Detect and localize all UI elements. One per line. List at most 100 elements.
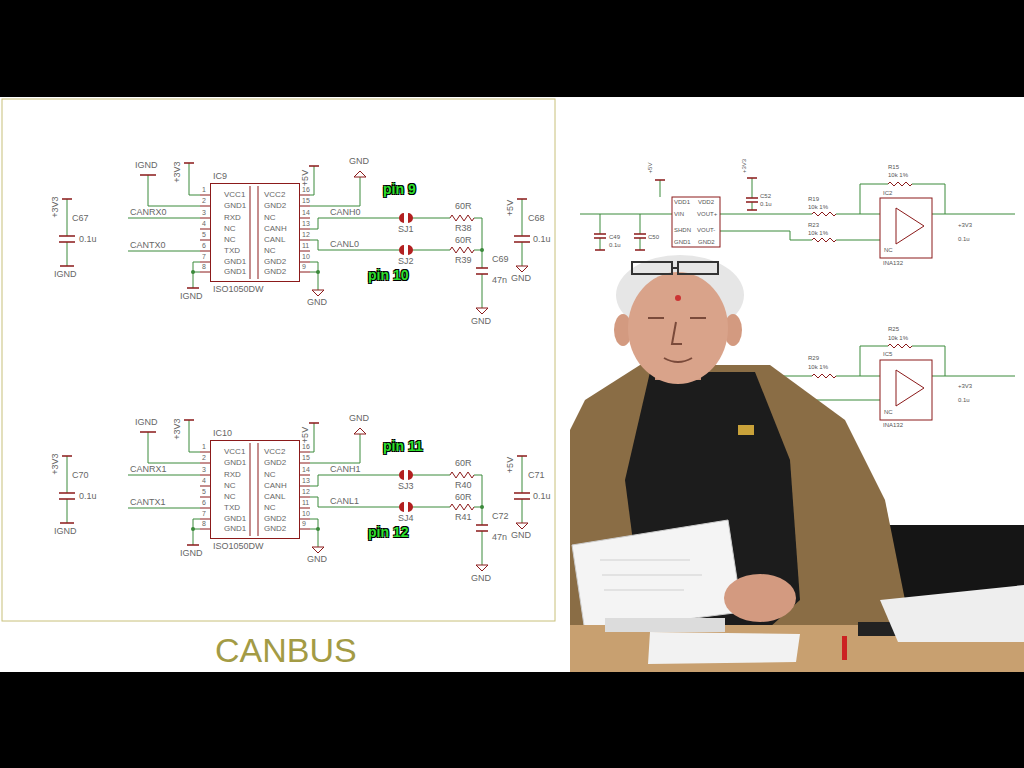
paper-lines <box>600 560 702 590</box>
net-label: SJ4 <box>398 514 414 523</box>
supply-label: +3V3 <box>51 453 60 474</box>
pin-number: 8 <box>202 520 206 527</box>
forehead-mark <box>675 295 681 301</box>
schematic-label: 0.1u <box>958 397 970 403</box>
ic-chip: IC10VCC1GND1RXDNCNCTXDGND1GND1VCC2GND2NC… <box>210 440 300 539</box>
pin-name: GND2 <box>264 268 286 276</box>
net-label: 60R <box>455 236 472 245</box>
screen-ground <box>0 97 1024 672</box>
schematic-label: R19 <box>808 196 819 202</box>
pin-number: 4 <box>202 220 206 227</box>
pin-number: 9 <box>302 263 306 270</box>
net-label: R40 <box>455 481 472 490</box>
schematic-label: IC5 <box>883 351 892 357</box>
schematic-label: 0.1u <box>609 242 621 248</box>
supply-label: +3V3 <box>741 159 747 173</box>
schematic-label: 10k 1% <box>808 204 828 210</box>
pin-name: GND2 <box>264 515 286 523</box>
pin-number: 3 <box>202 466 206 473</box>
net-label: CANL0 <box>330 240 359 249</box>
pin-name: GND2 <box>264 258 286 266</box>
schematic-label: VDD2 <box>698 199 714 205</box>
net-label: CANRX0 <box>130 208 167 217</box>
net-label: GND <box>511 531 531 540</box>
pin-number: 4 <box>202 477 206 484</box>
pin-name: TXD <box>224 247 240 255</box>
supply-label: +3V3 <box>173 161 182 182</box>
paper-sheets <box>572 520 742 632</box>
pin-name: GND1 <box>224 268 246 276</box>
schematic-label: 10k 1% <box>888 172 908 178</box>
pin-number: 15 <box>302 197 310 204</box>
net-label: 0.1u <box>533 492 551 501</box>
pin-number: 7 <box>202 510 206 517</box>
pin-name: GND2 <box>264 202 286 210</box>
schematic-label: +3V3 <box>958 222 972 228</box>
pin-name: GND1 <box>224 202 246 210</box>
pin-name: RXD <box>224 471 241 479</box>
junction-dot <box>480 248 484 252</box>
chip-name: IC10 <box>213 429 232 438</box>
pin-number: 11 <box>302 242 309 249</box>
desk-paper <box>648 632 800 664</box>
net-label: C69 <box>492 255 509 264</box>
supply-label: +5V <box>506 200 515 216</box>
net-label: GND <box>307 298 327 307</box>
isolation-barrier <box>250 186 258 279</box>
pin-name: VCC1 <box>224 448 245 456</box>
schematic-label: 0.1u <box>958 236 970 242</box>
junction-dot <box>191 270 195 274</box>
net-label: C71 <box>528 471 545 480</box>
pin-name: GND2 <box>264 525 286 533</box>
net-label: SJ2 <box>398 257 414 266</box>
net-label: C70 <box>72 471 89 480</box>
junction-dot <box>316 270 320 274</box>
pin-name: NC <box>224 493 236 501</box>
supply-symbols <box>60 163 527 288</box>
pin-number: 6 <box>202 499 206 506</box>
pin-name: VCC2 <box>264 448 285 456</box>
pin-number: 14 <box>302 466 310 473</box>
glasses <box>632 262 718 274</box>
pin-stubs <box>200 195 310 272</box>
net-label: CANH1 <box>330 465 361 474</box>
chip-name: IC9 <box>213 172 227 181</box>
schematic-label: R25 <box>888 326 899 332</box>
presenter-hand <box>724 574 796 622</box>
schematic-label: 10k 1% <box>808 230 828 236</box>
net-label: CANTX1 <box>130 498 166 507</box>
pin-name: NC <box>224 225 236 233</box>
schematic-label: 10k 1% <box>888 335 908 341</box>
schematic-label: 10k 1% <box>808 364 828 370</box>
pin-name: VCC2 <box>264 191 285 199</box>
net-label: C72 <box>492 512 509 521</box>
net-label: 0.1u <box>533 235 551 244</box>
pin-name: NC <box>224 236 236 244</box>
schematic-label: INA132 <box>883 422 903 428</box>
ic-chip: IC9VCC1GND1RXDNCNCTXDGND1GND1VCC2GND2NCC… <box>210 183 300 282</box>
schematic-label: IC2 <box>883 190 892 196</box>
pin-name: RXD <box>224 214 241 222</box>
supply-label: +3V3 <box>51 196 60 217</box>
ground-symbols <box>312 171 528 314</box>
net-label: C67 <box>72 214 89 223</box>
pin-number: 16 <box>302 186 310 193</box>
presenter-photo <box>570 255 1024 672</box>
pin-number: 15 <box>302 454 310 461</box>
chip-value: ISO1050DW <box>213 285 264 294</box>
pin-name: CANH <box>264 225 287 233</box>
schematic-label: R29 <box>808 355 819 361</box>
net-label: R41 <box>455 513 472 522</box>
pin-name: NC <box>264 504 276 512</box>
pin-name: NC <box>264 247 276 255</box>
pin-number: 8 <box>202 263 206 270</box>
net-wire <box>67 163 522 308</box>
pin-number: 2 <box>202 454 206 461</box>
schematic-label: VIN <box>674 211 684 217</box>
pin-name: GND1 <box>224 515 246 523</box>
pin-number: 7 <box>202 253 206 260</box>
net-label: CANRX1 <box>130 465 167 474</box>
schematic-label: NC <box>884 247 893 253</box>
net-label: 0.1u <box>79 235 97 244</box>
